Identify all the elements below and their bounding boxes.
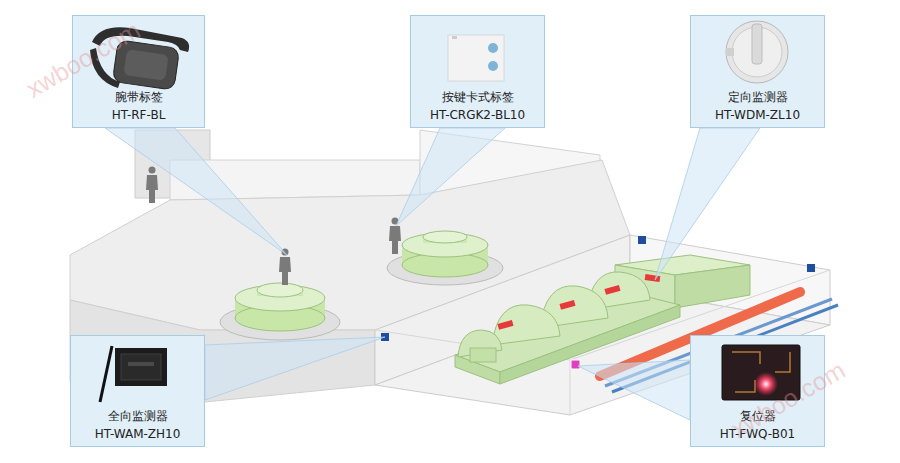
- card-button: [488, 43, 498, 53]
- indicator-light: [754, 372, 778, 396]
- model-number: HT-CRGK2-BL10: [430, 106, 525, 124]
- callout-box: 定向监测器HT-WDM-ZL10: [690, 15, 825, 128]
- reset-device-icon: [722, 345, 800, 400]
- shape: [389, 226, 401, 254]
- monitor-case: [121, 354, 161, 380]
- callout-box: 复位器HT-FWQ-B01: [690, 335, 825, 447]
- wristband-body: [123, 49, 168, 81]
- monitor-body: [726, 21, 788, 83]
- antenna: [100, 346, 112, 402]
- cylinder-top: [423, 231, 467, 243]
- circuit-trace: [732, 352, 790, 392]
- callout-box: 腕带标签HT-RF-BL: [72, 15, 205, 128]
- tag: [559, 300, 575, 310]
- pit-edge: [570, 360, 571, 415]
- card-icon: [448, 35, 504, 81]
- leader-beam: [105, 128, 287, 255]
- monitor-mount: [752, 24, 762, 64]
- leader-beam: [205, 337, 385, 400]
- monitor-case: [128, 362, 154, 366]
- floor-slab: [70, 160, 630, 330]
- omni-monitor-icon: [100, 346, 167, 402]
- leader-beam: [578, 360, 690, 420]
- shape: [146, 175, 158, 203]
- card-body: [448, 35, 504, 81]
- leader-beam: [655, 128, 760, 280]
- circuit-board: [722, 345, 800, 400]
- device-name: 复位器: [740, 407, 776, 425]
- device-name: 按键卡式标签: [442, 88, 514, 106]
- monitor-mount: [726, 48, 734, 56]
- person: [146, 167, 158, 204]
- device-name: 全向监测器: [108, 407, 168, 425]
- directional-monitor-icon: [726, 21, 788, 83]
- monitor-case: [115, 348, 167, 386]
- device-name: 定向监测器: [728, 88, 788, 106]
- turbine-base: [455, 295, 680, 372]
- shape: [149, 167, 156, 174]
- callout-box: 按键卡式标签HT-CRGK2-BL10: [410, 15, 545, 128]
- wristband-icon: [90, 27, 189, 90]
- monitor-body: [732, 27, 782, 77]
- cylinder-top: [257, 283, 303, 297]
- model-number: HT-FWQ-B01: [720, 425, 796, 443]
- turbine-casing: [470, 348, 496, 362]
- shape: [279, 257, 291, 285]
- tag: [497, 320, 513, 330]
- tag: [604, 285, 620, 295]
- wristband-body: [112, 40, 179, 90]
- wristband-strap: [92, 27, 189, 52]
- monitor-marker: [807, 264, 815, 272]
- model-number: HT-RF-BL: [112, 106, 166, 124]
- monitor-marker: [638, 236, 646, 244]
- reset-marker: [571, 360, 580, 369]
- model-number: HT-WDM-ZL10: [715, 106, 800, 124]
- callout-box: 全向监测器HT-WAM-ZH10: [70, 335, 205, 447]
- card-button: [488, 61, 498, 71]
- leader-beam: [396, 128, 505, 226]
- wristband-strap: [90, 48, 120, 88]
- card-slot: [452, 36, 457, 39]
- exciter-box: [675, 265, 750, 308]
- device-name: 腕带标签: [115, 88, 163, 106]
- turbine-casing: [492, 305, 560, 345]
- model-number: HT-WAM-ZH10: [95, 425, 181, 443]
